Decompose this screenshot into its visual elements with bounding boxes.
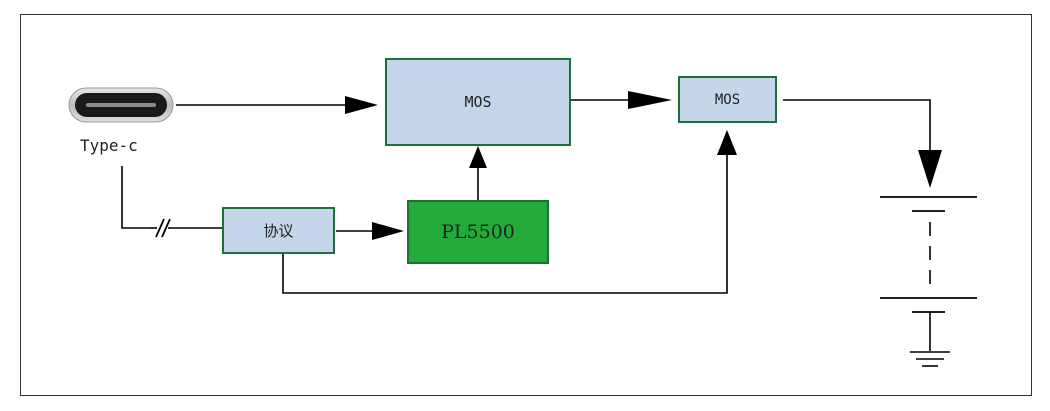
wire-protocol-to-pl5500 (336, 222, 404, 240)
mos-output-block: MOS (678, 76, 777, 123)
ground-symbol-icon (910, 351, 950, 367)
usb-c-connector-icon (68, 87, 174, 123)
wire-typec-to-mos (176, 96, 378, 114)
wire-mos-to-battery (783, 99, 942, 188)
protocol-block: 协议 (222, 207, 335, 254)
protocol-label: 协议 (263, 222, 294, 240)
wire-pl5500-to-mos (469, 146, 487, 200)
typec-label: Type-c (80, 136, 138, 155)
pl5500-block: PL5500 (407, 200, 549, 264)
mos-output-label: MOS (714, 91, 741, 108)
pl5500-label: PL5500 (441, 221, 515, 243)
battery-symbol-icon (880, 196, 977, 351)
wire-cc-line (121, 166, 222, 229)
wire-protocol-to-output-mos (282, 130, 737, 294)
mos-main-block: MOS (385, 58, 571, 146)
wire-mos-to-mos (571, 91, 672, 109)
mos-main-label: MOS (464, 93, 492, 111)
diagram-frame (20, 14, 1032, 396)
line-break-symbol-icon (155, 218, 171, 238)
